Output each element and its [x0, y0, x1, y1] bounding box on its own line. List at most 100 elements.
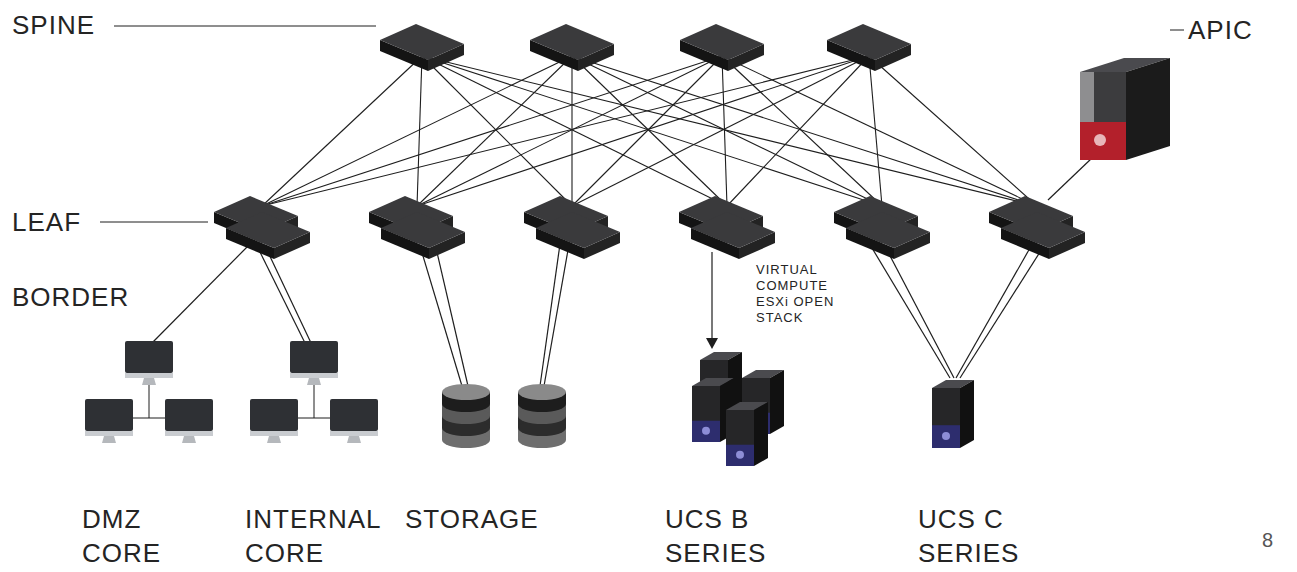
monitor-screen — [250, 399, 298, 431]
fabric-link — [417, 56, 869, 206]
leaf-switch — [536, 212, 620, 259]
switch-top — [846, 212, 930, 248]
endpoint-link — [872, 248, 950, 378]
monitor-stand — [267, 436, 281, 443]
monitor-stand — [347, 436, 361, 443]
monitor-stand — [307, 378, 321, 385]
endpoint-link — [266, 248, 312, 345]
page-number: 8 — [1262, 528, 1292, 552]
storage-icon — [442, 384, 490, 448]
fabric-link — [417, 56, 572, 206]
apic-link — [1048, 158, 1092, 200]
fabric-link — [722, 56, 727, 206]
leaf-switch — [226, 212, 310, 259]
monitor-icon — [165, 399, 213, 443]
endpoint-link — [436, 248, 468, 386]
tower-light — [702, 427, 710, 435]
fabric-link — [422, 56, 1037, 206]
wire-group — [262, 56, 1037, 206]
group-label: UCS B SERIES — [665, 502, 790, 570]
rack-server — [932, 380, 974, 448]
tower-light — [942, 432, 950, 440]
tower-side — [770, 370, 784, 434]
group-label: UCS C SERIES — [918, 502, 1043, 570]
spine-switch — [680, 24, 764, 71]
switch-top — [680, 24, 764, 60]
lan-link — [314, 385, 315, 418]
monitor-icon — [290, 341, 338, 385]
tower-side — [754, 402, 768, 466]
switch-top — [536, 212, 620, 248]
leaf-switch — [381, 212, 465, 259]
leaf-switch — [1001, 212, 1085, 259]
callout-note: VIRTUAL COMPUTE ESXi OPEN STACK — [756, 262, 844, 326]
switch-top — [380, 24, 464, 60]
leaf-switch — [691, 212, 775, 259]
fabric-link — [869, 56, 882, 206]
monitor-icon — [125, 341, 173, 385]
group-label: DMZ CORE — [82, 502, 192, 570]
disk-top — [442, 384, 490, 400]
fabric-link — [422, 56, 727, 206]
storage-icon — [518, 384, 566, 448]
monitor-icon — [85, 399, 133, 443]
fabric-link — [572, 56, 882, 206]
switch-top — [1001, 212, 1085, 248]
leader-line — [114, 26, 376, 27]
endpoint-link — [956, 248, 1030, 378]
tower-front — [692, 386, 720, 442]
disk-top — [518, 384, 566, 400]
spine-switch — [530, 24, 614, 71]
tier-label: SPINE — [12, 8, 122, 42]
tier-label: LEAF — [12, 205, 102, 239]
arrow-head — [706, 338, 718, 349]
endpoint-link — [960, 252, 1040, 378]
switch-top — [381, 212, 465, 248]
monitor-icon — [330, 399, 378, 443]
monitor-screen — [85, 399, 133, 431]
controller-label: APIC — [1188, 13, 1288, 47]
tower-panel — [726, 445, 754, 466]
blade-server — [726, 402, 768, 466]
tower-light — [736, 451, 744, 459]
monitor-screen — [290, 341, 338, 373]
switch-top — [691, 212, 775, 248]
group-label: INTERNAL CORE — [245, 502, 405, 570]
fabric-link — [262, 56, 722, 206]
arrow-line — [711, 252, 712, 340]
leader-line — [100, 222, 208, 223]
fabric-link — [869, 56, 1037, 206]
tower-panel — [932, 425, 960, 448]
tower-panel — [692, 421, 720, 442]
monitor-bezel — [330, 431, 378, 436]
monitor-screen — [125, 341, 173, 373]
apic-light — [1094, 134, 1106, 146]
fabric-link — [572, 56, 722, 206]
spine-switch — [827, 24, 911, 71]
apic-panel — [1080, 122, 1126, 160]
switch-top — [827, 24, 911, 60]
fabric-link — [262, 56, 422, 206]
monitor-screen — [165, 399, 213, 431]
fabric-link — [417, 56, 722, 206]
fabric-link — [262, 56, 869, 206]
apic-front — [1080, 72, 1126, 160]
spine-switch — [380, 24, 464, 71]
switch-top — [530, 24, 614, 60]
monitor-bezel — [165, 431, 213, 436]
group-label: STORAGE — [405, 502, 555, 536]
tower-front — [932, 388, 960, 448]
lan-link — [149, 385, 150, 418]
tier-label: BORDER — [12, 280, 152, 314]
switch-top — [226, 212, 310, 248]
endpoint-link — [544, 250, 568, 386]
endpoint-link — [150, 244, 250, 345]
endpoint-link — [258, 248, 306, 345]
monitor-screen — [330, 399, 378, 431]
leader-line — [1170, 30, 1184, 31]
fabric-link — [727, 56, 869, 206]
monitor-stand — [182, 436, 196, 443]
monitor-bezel — [125, 373, 173, 378]
apic-side — [1126, 58, 1170, 160]
